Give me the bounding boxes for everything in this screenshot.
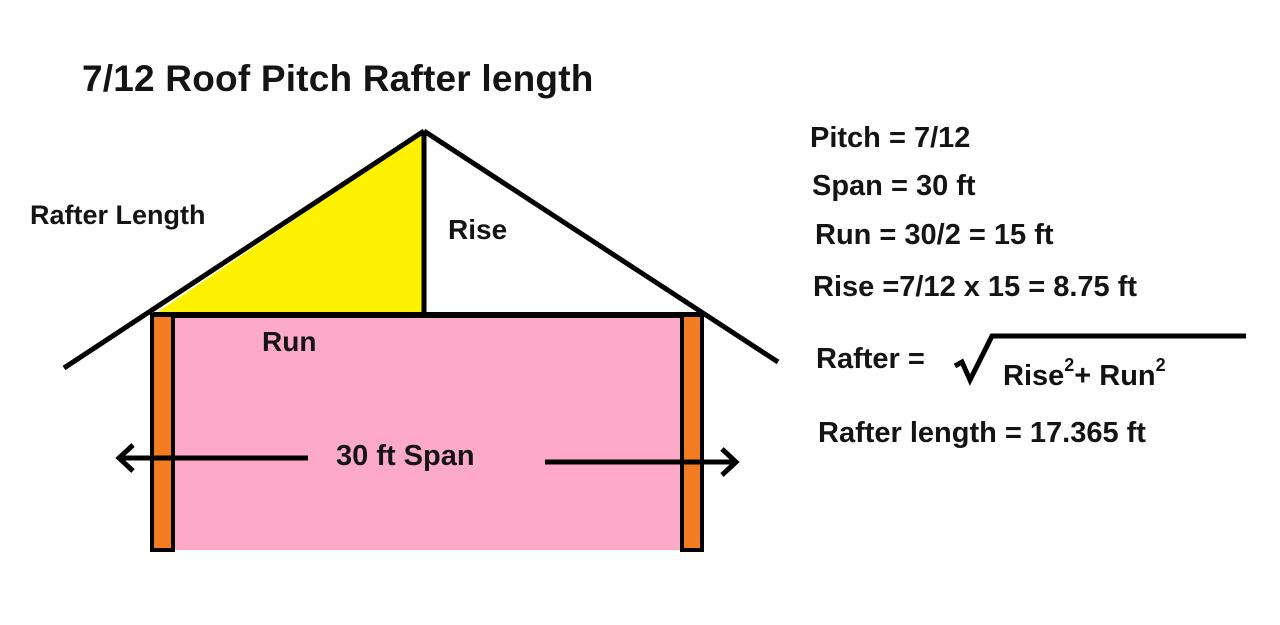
span-label: 30 ft Span [336,440,475,472]
rafter-length-label: Rafter Length [30,200,206,230]
formula-run-exponent: 2 [1155,355,1166,375]
pitch-calc: Pitch = 7/12 [810,122,971,154]
square-root-icon [953,333,1246,386]
run-label: Run [262,326,317,357]
rise-label: Rise [448,214,508,245]
rise-calc: Rise =7/12 x 15 = 8.75 ft [813,271,1138,303]
rafter-length-result: Rafter length = 17.365 ft [818,417,1146,449]
rafter-formula: Rise2+ Run2 [1003,355,1166,393]
page-title: 7/12 Roof Pitch Rafter length [82,58,594,99]
span-arrow-right-head [720,447,740,477]
left-post [150,313,175,552]
right-post [680,313,704,552]
span-arrow-left-head [115,443,135,473]
left-rafter-line [62,128,426,371]
span-calc: Span = 30 ft [812,170,976,202]
wall-body [155,314,700,550]
run-calc: Run = 30/2 = 15 ft [815,219,1054,251]
rafter-formula-label: Rafter = [816,343,925,375]
right-rafter-line [422,128,780,365]
formula-rise: Rise [1003,360,1065,392]
formula-plus-run: + Run [1074,360,1156,392]
formula-rise-exponent: 2 [1064,355,1075,375]
